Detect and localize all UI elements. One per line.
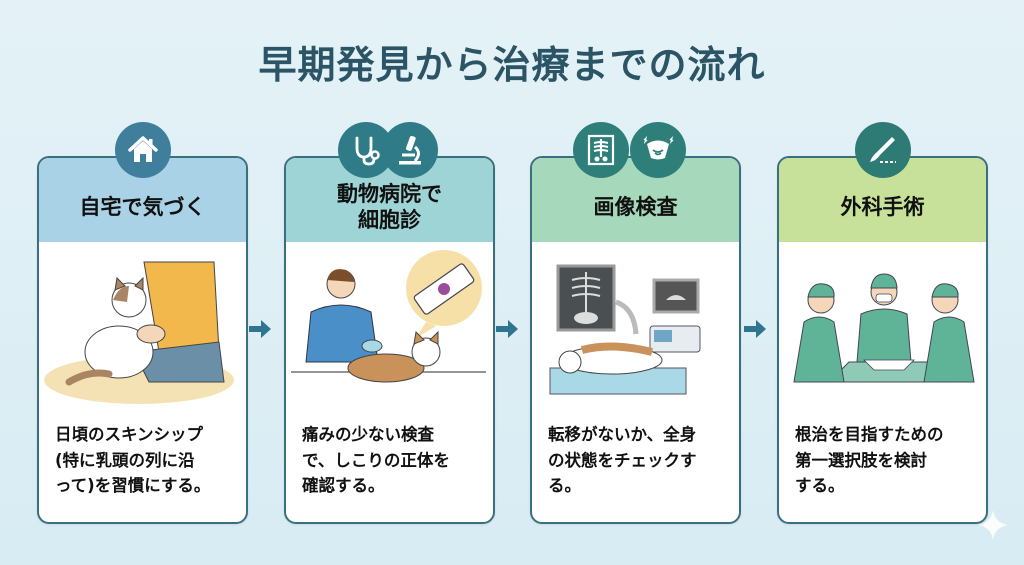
cat-imaging-exam-illustration: [532, 242, 739, 414]
scalpel-icon: [870, 137, 896, 163]
sparkle-icon: [978, 510, 1008, 540]
arrow-right-icon: [249, 320, 271, 338]
ultrasound-icon: [643, 136, 674, 160]
step-3-description: 転移がないか、全身 の状態をチェックす る。: [548, 425, 697, 496]
step-2-badge-microscope: [382, 122, 438, 178]
xray-icon: [587, 134, 615, 166]
step-4-badge: [855, 122, 911, 178]
page-title: 早期発見から治療までの流れ: [258, 43, 766, 87]
step-2-heading: 動物病院で 細胞診: [286, 158, 493, 242]
step-3-badge-ultrasound: [630, 122, 686, 178]
step-3-badge-xray: [573, 122, 629, 178]
step-2-description: 痛みの少ない検査 で、しこりの正体を 確認する。: [302, 425, 450, 496]
step-card-2: 動物病院で 細胞診 痛みの少ない検査 で、しこりの正体を 確認する。: [284, 156, 495, 524]
microscope-icon: [399, 135, 421, 165]
step-1-badge: [115, 122, 171, 178]
surgeons-operating-illustration: [779, 242, 986, 414]
vet-examining-cat-illustration: [286, 242, 493, 414]
step-card-3: 画像検査 転移がないか、全身 の状態をチェックす る。: [530, 156, 741, 524]
step-4-description: 根治を目指すための 第一選択肢を検討 する。: [795, 425, 944, 496]
step-1-description: 日頃のスキンシップ (特に乳頭の列に沿 って)を習慣にする。: [55, 425, 211, 496]
step-card-1: 自宅で気づく 日頃のスキンシップ (特に乳頭の列に沿 って)を習慣にする。: [37, 156, 248, 524]
house-icon: [128, 136, 158, 162]
stethoscope-icon: [355, 136, 380, 166]
arrow-right-icon: [744, 320, 766, 338]
step-3-heading: 画像検査: [532, 158, 739, 242]
step-card-4: 外科手術 根治を目指すための 第一選択肢を検討 する。: [777, 156, 988, 524]
person-petting-cat-illustration: [39, 242, 246, 414]
arrow-right-icon: [496, 320, 518, 338]
